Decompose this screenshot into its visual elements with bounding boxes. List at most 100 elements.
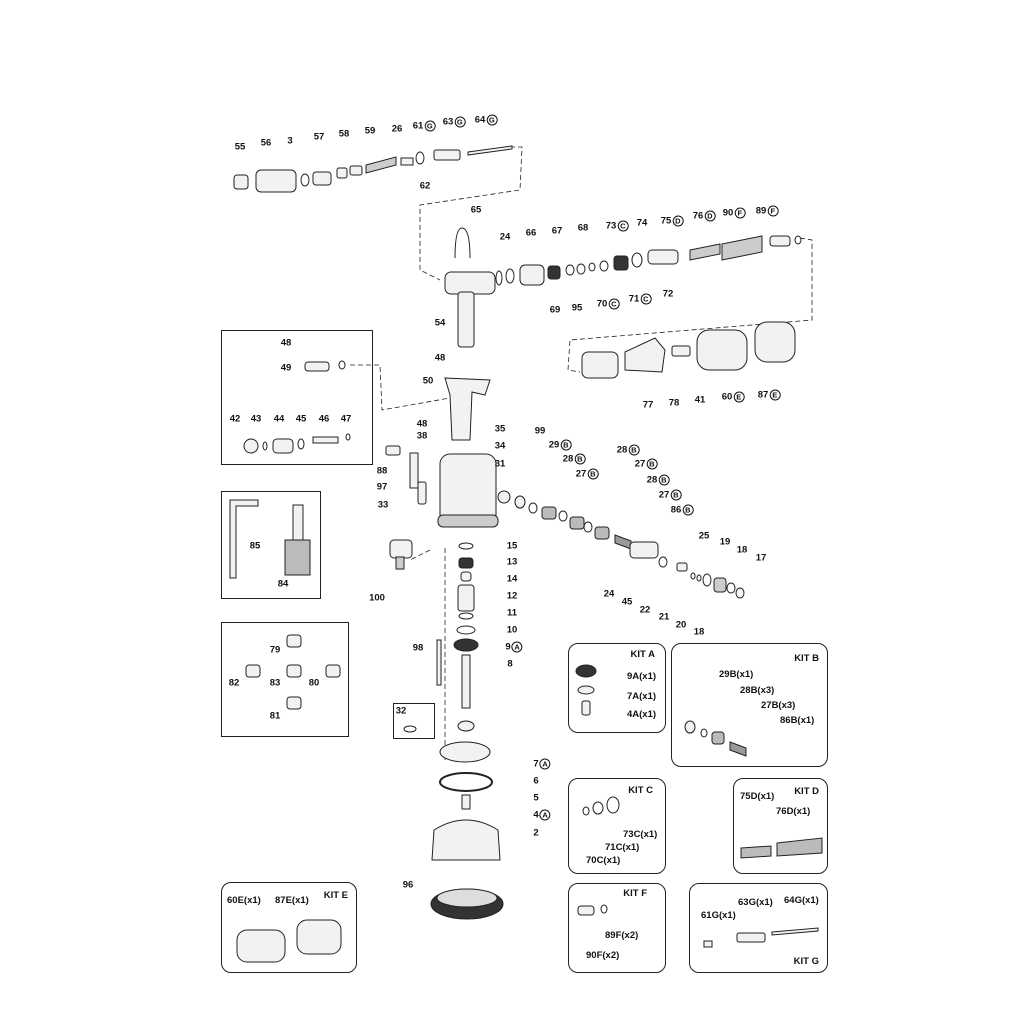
- part-number: 34: [494, 440, 506, 452]
- part-number: 78: [668, 397, 680, 409]
- part-callout: 47: [341, 414, 352, 424]
- part-number: 27: [575, 468, 587, 480]
- part-number: 61: [412, 120, 424, 132]
- kit-b-box: KIT B 29B(x1) 28B(x3) 27B(x3) 86B(x1): [671, 643, 828, 767]
- part-number: 100: [369, 592, 385, 604]
- part-number: 25: [698, 530, 710, 542]
- part-callout: 46: [319, 414, 330, 424]
- part-number: 22: [639, 604, 651, 616]
- kit-letter-badge: A: [511, 641, 523, 653]
- part-number: 76: [692, 210, 704, 222]
- part-number: 90: [722, 207, 734, 219]
- part-number: 83: [269, 677, 281, 689]
- part-callout: 99: [535, 426, 546, 436]
- part-number: 26: [391, 123, 403, 135]
- part-number: 21: [658, 611, 670, 623]
- part-callout: 62: [420, 181, 431, 191]
- part-callout: 98: [413, 643, 424, 653]
- part-number: 35: [494, 423, 506, 435]
- part-number: 31: [494, 458, 506, 470]
- part-number: 69: [549, 304, 561, 316]
- part-number: 81: [269, 710, 281, 722]
- part-number: 28: [646, 474, 658, 486]
- kit-g-box: KIT G 61G(x1) 63G(x1) 64G(x1): [689, 883, 828, 973]
- part-callout: 42: [230, 414, 241, 424]
- part-callout: 5: [533, 793, 538, 803]
- part-number: 98: [412, 642, 424, 654]
- part-callout: 22: [640, 605, 651, 615]
- kit-item: 7A(x1): [627, 691, 657, 702]
- kit-item: 28B(x3): [740, 685, 775, 696]
- inset-box-tools: [221, 491, 321, 599]
- part-number: 18: [736, 544, 748, 556]
- part-callout: 54: [435, 318, 446, 328]
- part-callout: 43: [251, 414, 262, 424]
- part-number: 14: [506, 573, 518, 585]
- cylinder-stack: [430, 542, 504, 920]
- part-callout: 2: [533, 828, 538, 838]
- kit-letter-badge: B: [628, 444, 640, 456]
- kit-letter-badge: B: [574, 453, 586, 465]
- part-number: 32: [395, 705, 407, 717]
- part-number: 45: [295, 413, 307, 425]
- part-number: 89: [755, 205, 767, 217]
- part-callout: 8: [507, 659, 512, 669]
- inset-box-plugs: [221, 622, 349, 737]
- kit-c-box: KIT C 73C(x1) 71C(x1) 70C(x1): [568, 778, 666, 874]
- part-callout: 58: [339, 129, 350, 139]
- kit-letter-badge: F: [767, 205, 779, 217]
- part-number: 44: [273, 413, 285, 425]
- part-callout: 69: [550, 305, 561, 315]
- part-callout: 56: [261, 138, 272, 148]
- kit-item: 89F(x2): [605, 930, 639, 941]
- part-number: 27: [634, 458, 646, 470]
- kit-letter-badge: E: [769, 389, 781, 401]
- part-number: 33: [377, 499, 389, 511]
- part-callout: 41: [695, 395, 706, 405]
- part-callout: 77: [643, 400, 654, 410]
- kit-e-box: KIT E 60E(x1) 87E(x1): [221, 882, 357, 973]
- part-callout: 19: [720, 537, 731, 547]
- part-number: 57: [313, 131, 325, 143]
- kit-letter-badge: D: [672, 215, 684, 227]
- valve-assembly: [497, 490, 745, 599]
- part-callout: 50: [423, 376, 434, 386]
- part-number: 8: [507, 658, 513, 670]
- part-callout: 45: [296, 414, 307, 424]
- part-number: 70: [596, 298, 608, 310]
- kit-item: 90F(x2): [586, 950, 620, 961]
- kit-item: 29B(x1): [719, 669, 754, 680]
- part-number: 58: [338, 128, 350, 140]
- kit-letter-badge: G: [424, 120, 436, 132]
- part-callout: 68: [578, 223, 589, 233]
- kit-letter-badge: B: [646, 458, 658, 470]
- part-number: 63: [442, 116, 454, 128]
- kit-letter-badge: B: [670, 489, 682, 501]
- part-number: 84: [277, 578, 289, 590]
- part-number: 72: [662, 288, 674, 300]
- part-number: 27: [658, 489, 670, 501]
- inset-parts: [229, 360, 417, 733]
- part-number: 56: [260, 137, 272, 149]
- part-callout: 24: [604, 589, 615, 599]
- part-number: 50: [422, 375, 434, 387]
- part-number: 41: [694, 394, 706, 406]
- part-number: 86: [670, 504, 682, 516]
- kit-c-title: KIT C: [628, 785, 653, 796]
- top-nose-assembly: [233, 145, 513, 193]
- part-number: 46: [318, 413, 330, 425]
- part-callout: 6: [533, 776, 538, 786]
- part-callout: 57: [314, 132, 325, 142]
- part-number: 19: [719, 536, 731, 548]
